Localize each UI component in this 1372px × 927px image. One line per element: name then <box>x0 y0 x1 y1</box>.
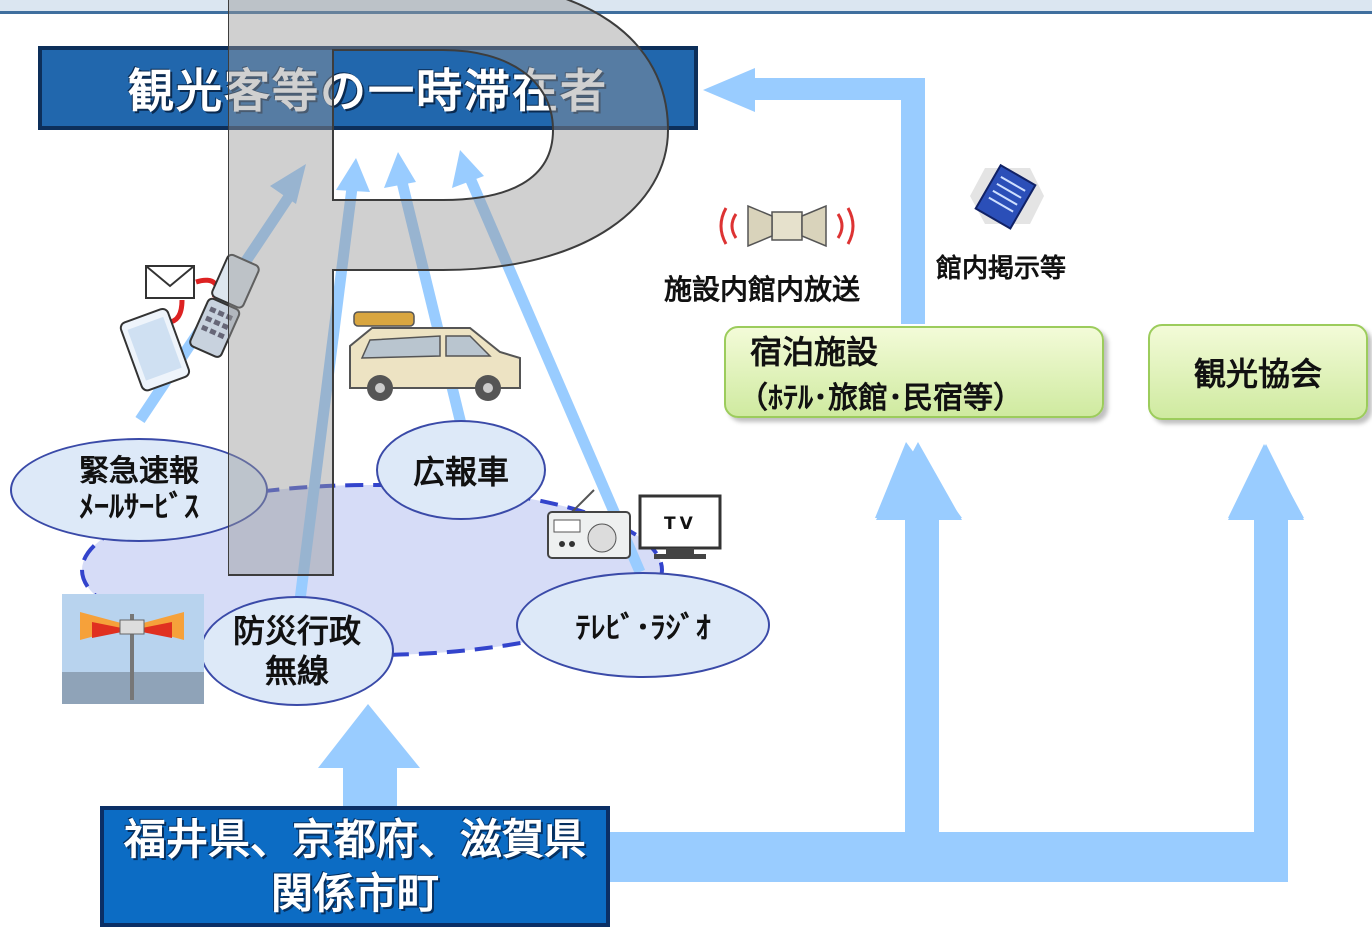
lodging-line1: 宿泊施設 <box>750 333 879 371</box>
arrow-source-to-lodging-shaft <box>905 518 939 838</box>
target-box: 観光客等の一時滞在者 <box>38 46 698 130</box>
email-line1: 緊急速報 <box>79 454 199 489</box>
arrow-lodging-to-target <box>703 68 925 324</box>
channel-tv-radio: ﾃﾚﾋﾞ･ﾗｼﾞｵ <box>516 572 770 678</box>
tv-radio-label: ﾃﾚﾋﾞ･ﾗｼﾞｵ <box>575 611 711 646</box>
email-line2: ﾒｰﾙｻｰﾋﾞｽ <box>79 490 199 525</box>
disaster-radio-line2: 無線 <box>264 652 329 690</box>
channel-arrowheads <box>270 150 484 204</box>
arrowhead-pr-vehicle <box>384 152 416 188</box>
source-line1: 福井県、京都府、滋賀県 <box>123 814 586 864</box>
arrow-source-to-facilities <box>608 442 1304 882</box>
arrow-source-to-radio <box>318 704 420 806</box>
lodging-line2: （ﾎﾃﾙ･旅館･民宿等） <box>738 381 1023 416</box>
notice-label: 館内掲示等 <box>936 254 1067 284</box>
arrow-email <box>135 188 297 424</box>
channel-pr-vehicle: 広報車 <box>376 420 546 520</box>
disaster-radio-line1: 防災行政 <box>232 612 361 650</box>
lodging-facility-box: 宿泊施設 （ﾎﾃﾙ･旅館･民宿等） <box>724 326 1104 418</box>
arrowhead-email <box>270 164 306 204</box>
arrowhead-radio-tower <box>336 158 370 192</box>
arrow-source-to-tourism-shaft <box>1254 518 1288 838</box>
arrow-source-to-lodging-head <box>876 442 962 520</box>
tourism-association-label: 観光協会 <box>1193 355 1322 393</box>
arrow-pr-vehicle <box>396 180 468 430</box>
tourism-association-box: 観光協会 <box>1148 324 1368 420</box>
broadcast-label: 施設内館内放送 <box>664 273 861 306</box>
channel-disaster-radio: 防災行政 無線 <box>200 596 394 706</box>
tv-icon-label: TV <box>664 514 697 534</box>
source-box: 福井県、京都府、滋賀県 関係市町 <box>100 806 610 927</box>
pr-vehicle-label: 広報車 <box>412 453 509 491</box>
arrow-source-to-tourism-head <box>1228 444 1304 520</box>
source-line2: 関係市町 <box>270 868 439 918</box>
channel-email: 緊急速報 ﾒｰﾙｻｰﾋﾞｽ <box>10 438 268 542</box>
target-label: 観光客等の一時滞在者 <box>128 64 608 118</box>
